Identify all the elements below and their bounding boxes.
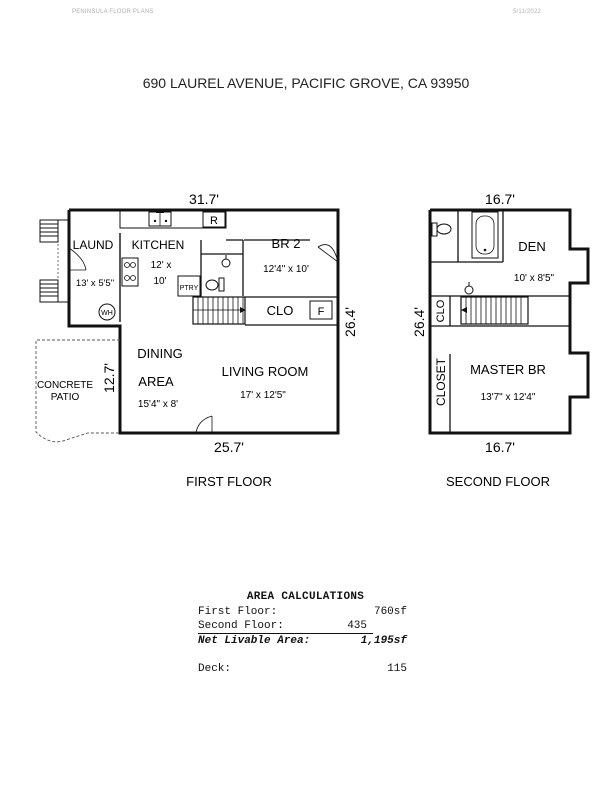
kitchen-sink-icon bbox=[148, 209, 172, 227]
first-floor-exterior-wall bbox=[67, 208, 340, 435]
closet-label: CLOSET bbox=[434, 357, 448, 406]
net-livable-area-value: 1,195sf bbox=[360, 635, 407, 647]
master-br-size: 13'7" x 12'4" bbox=[481, 392, 536, 403]
first-floor-clo-label: CLO bbox=[267, 303, 294, 318]
second-floor-caption: SECOND FLOOR bbox=[446, 474, 550, 489]
first-floor-caption: FIRST FLOOR bbox=[186, 474, 272, 489]
date-header: 5/11/2022 bbox=[513, 9, 542, 15]
net-livable-area-label: Net Livable Area: bbox=[198, 635, 311, 647]
area-calculations: AREA CALCULATIONS First Floor: 760sf Sec… bbox=[198, 591, 413, 676]
deck-area-label: Deck: bbox=[198, 663, 232, 675]
second-floor-area-value: 435 bbox=[347, 620, 367, 632]
living-room-label: LIVING ROOM bbox=[222, 364, 309, 379]
refrigerator-icon bbox=[202, 211, 226, 228]
first-floor-plan: R PTRY bbox=[35, 191, 358, 455]
second-floor-area-label: Second Floor: bbox=[198, 620, 284, 632]
deck-area-value: 115 bbox=[387, 663, 407, 675]
first-floor-dim-left: 12.7' bbox=[101, 363, 117, 393]
kitchen-label: KITCHEN bbox=[132, 238, 185, 252]
kitchen-counter bbox=[119, 209, 227, 229]
master-br-label: MASTER BR bbox=[470, 362, 546, 377]
first-floor-dim-top: 31.7' bbox=[189, 191, 219, 207]
deck-area-row: Deck: 115 bbox=[198, 662, 413, 676]
exterior-steps bbox=[39, 219, 69, 303]
area-calculations-title: AREA CALCULATIONS bbox=[246, 591, 365, 603]
water-heater-label: WH bbox=[101, 310, 113, 317]
bathtub-icon bbox=[471, 211, 499, 259]
second-floor-sink-icon bbox=[464, 282, 474, 295]
living-room-size: 17' x 12'5" bbox=[240, 390, 286, 401]
second-floor-clo-label: CLO bbox=[435, 299, 447, 322]
laund-label: LAUND bbox=[73, 238, 114, 252]
second-floor-plan: DEN 10' x 8'5" CLO CLOSET MASTER BR 13'7… bbox=[411, 191, 590, 455]
dining-label-2: AREA bbox=[138, 374, 174, 389]
pantry-label: PTRY bbox=[180, 285, 199, 292]
second-floor-stairs bbox=[460, 296, 529, 325]
bathroom-sink-icon bbox=[221, 255, 231, 268]
net-livable-area-row: Net Livable Area: 1,195sf bbox=[198, 634, 413, 648]
furnace-label: F bbox=[318, 306, 325, 318]
br2-size: 12'4" x 10' bbox=[263, 264, 309, 275]
refrigerator-label: R bbox=[210, 215, 218, 227]
kitchen-size-1: 12' x bbox=[151, 260, 172, 271]
first-floor-stairs bbox=[192, 296, 246, 325]
second-floor-area-row: Second Floor: 435 bbox=[198, 619, 373, 634]
laund-size: 13' x 5'5" bbox=[76, 278, 114, 289]
den-size: 10' x 8'5" bbox=[514, 273, 555, 284]
pantry bbox=[177, 275, 201, 297]
patio-label-2: PATIO bbox=[51, 392, 80, 403]
second-floor-dim-bottom: 16.7' bbox=[485, 439, 515, 455]
water-heater-icon bbox=[98, 303, 116, 321]
property-address: 690 LAUREL AVENUE, PACIFIC GROVE, CA 939… bbox=[142, 75, 470, 91]
second-floor-dim-top: 16.7' bbox=[485, 191, 515, 207]
first-floor-area-label: First Floor: bbox=[198, 606, 278, 618]
second-floor-exterior-wall bbox=[428, 208, 590, 435]
first-floor-area-row: First Floor: 760sf bbox=[198, 605, 413, 619]
dining-label-1: DINING bbox=[137, 346, 183, 361]
first-floor-dim-right: 26.4' bbox=[342, 307, 358, 337]
patio-label-1: CONCRETE bbox=[37, 380, 93, 391]
den-label: DEN bbox=[518, 239, 545, 254]
dining-size: 15'4" x 8' bbox=[138, 399, 178, 410]
first-floor-area-value: 760sf bbox=[373, 606, 407, 618]
first-floor-dim-bottom: 25.7' bbox=[214, 439, 244, 455]
kitchen-size-2: 10' bbox=[153, 276, 166, 287]
toilet-icon bbox=[205, 277, 225, 292]
stove-icon bbox=[121, 257, 139, 287]
furnace-icon bbox=[309, 300, 333, 320]
second-floor-dim-left: 26.4' bbox=[411, 307, 427, 337]
br2-label: BR 2 bbox=[272, 236, 301, 251]
second-floor-toilet-icon bbox=[431, 222, 452, 237]
company-header: PENINSULA FLOOR PLANS bbox=[72, 9, 154, 15]
concrete-patio-outline bbox=[35, 339, 120, 443]
